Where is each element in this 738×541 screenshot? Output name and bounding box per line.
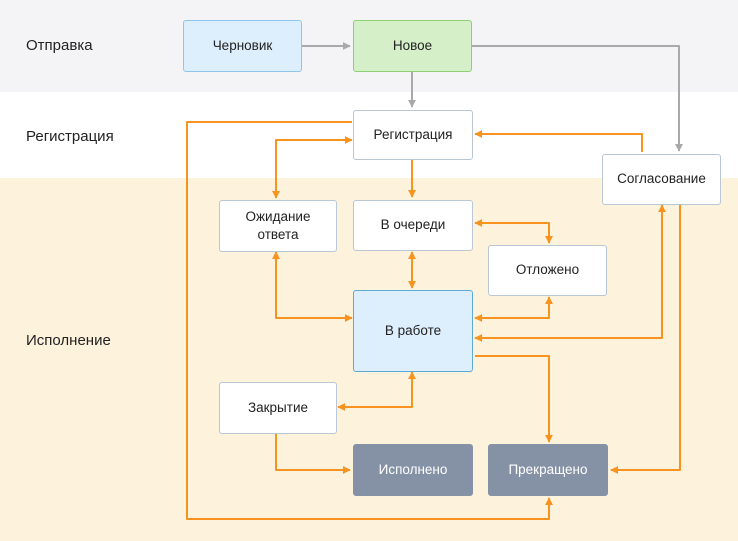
node-new[interactable]: Новое — [353, 20, 472, 72]
arrow-closing-done — [275, 434, 351, 474]
node-draft[interactable]: Черновик — [183, 20, 302, 72]
node-done[interactable]: Исполнено — [353, 444, 473, 496]
arrow-registration-waiting — [272, 136, 353, 199]
node-postponed[interactable]: Отложено — [488, 245, 607, 296]
node-approval[interactable]: Согласование — [602, 154, 721, 205]
node-registration[interactable]: Регистрация — [353, 110, 473, 160]
arrow-new-approval — [472, 45, 683, 152]
lane-label-registration: Регистрация — [26, 128, 114, 145]
arrow-waiting-in-work — [272, 251, 353, 322]
arrow-registration-stopped — [186, 121, 553, 520]
arrow-approval-registration — [474, 130, 643, 152]
arrow-in-work-closing — [337, 371, 416, 411]
node-in-work[interactable]: В работе — [353, 290, 473, 372]
node-stopped[interactable]: Прекращено — [488, 444, 608, 496]
lane-label-execution: Исполнение — [26, 332, 111, 349]
arrow-in-work-stopped — [475, 355, 553, 443]
node-closing[interactable]: Закрытие — [219, 382, 337, 434]
arrow-postponed-in-work — [474, 296, 553, 322]
node-queue[interactable]: В очереди — [353, 200, 473, 251]
arrow-approval-in-work — [474, 204, 666, 342]
arrow-queue-postponed — [474, 219, 553, 244]
node-waiting-reply[interactable]: Ожидание ответа — [219, 200, 337, 252]
lane-label-send: Отправка — [26, 37, 93, 54]
arrow-approval-stopped — [610, 205, 681, 474]
